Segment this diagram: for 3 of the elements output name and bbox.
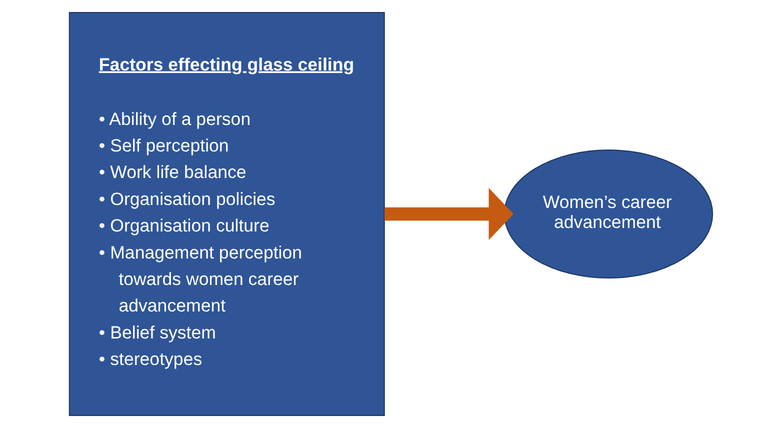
arrow <box>384 188 514 240</box>
node-box: Factors effecting glass ceiling • Ability of a person • Self perception • Work life balance • Organisation policies • Organisation culture • Management perception towards women career advancement • Belief system • stereotypes <box>68 12 384 416</box>
node-ellipse: Women’s career advancement <box>503 149 713 279</box>
